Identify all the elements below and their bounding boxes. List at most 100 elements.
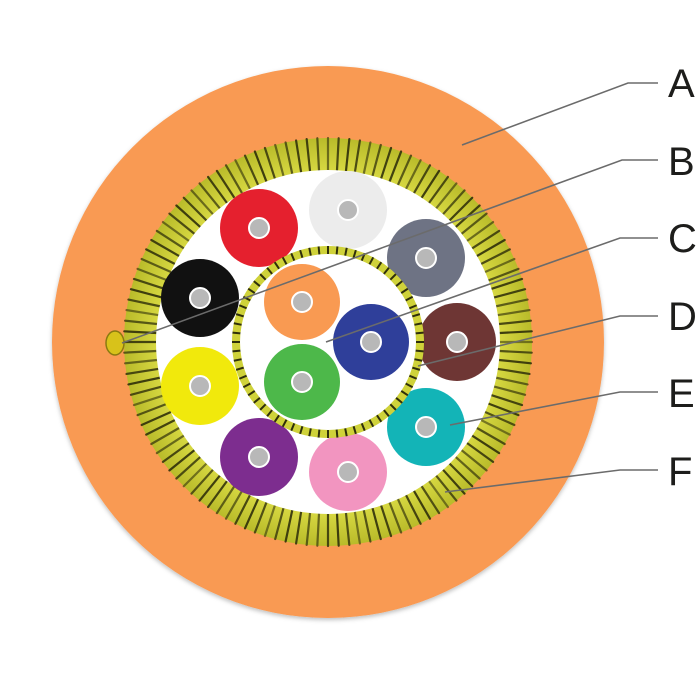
inner-tube-strand (238, 304, 248, 310)
strength-yarn-strand (460, 449, 488, 472)
fiber-yellow (161, 347, 239, 425)
fiber-blue-core (360, 331, 382, 353)
leader-line-c (325, 237, 658, 343)
strength-yarn-strand (371, 143, 382, 177)
strength-yarn-strand (129, 385, 163, 396)
strength-yarn-strand (353, 510, 362, 545)
strength-yarn-strand (198, 182, 221, 210)
strength-yarn-strand (466, 220, 495, 242)
strength-yarn-strand (380, 146, 393, 180)
inner-tube-strand (235, 366, 245, 371)
strength-yarn-strand (412, 164, 432, 195)
strength-yarn-strand (420, 169, 441, 199)
strength-yarn-strand (243, 154, 260, 186)
fiber-brown (418, 303, 496, 381)
inner-tube-strand (232, 349, 241, 353)
fiber-black (161, 259, 239, 337)
strength-yarn-strand (496, 308, 531, 317)
strength-yarn-strand (140, 410, 172, 427)
fiber-slate-core (415, 247, 437, 269)
strength-yarn-strand (136, 402, 169, 417)
inner-tube-strand (405, 382, 414, 389)
inner-tube-strand (408, 374, 418, 380)
inner-tube-strand (344, 428, 348, 437)
strength-yarn-strand (215, 169, 236, 199)
strength-yarn-strand (150, 238, 181, 258)
inner-tube-strand (299, 249, 304, 259)
strength-yarn-strand (274, 507, 285, 541)
strength-yarn-strand (441, 189, 466, 216)
fiber-green-core (291, 371, 313, 393)
inner-tube-strand (389, 403, 397, 411)
strength-yarn-strand (243, 498, 260, 530)
strength-yarn-strand (498, 349, 533, 354)
strength-yarn-strand (206, 480, 228, 509)
strength-yarn-strand (263, 504, 276, 538)
strength-yarn-strand (316, 137, 321, 172)
callout-label-c: C (668, 217, 697, 261)
inner-tube-strand (376, 261, 383, 270)
strength-yarn-strand (428, 175, 450, 204)
inner-tube-strand (415, 331, 424, 335)
inner-tube-strand (405, 295, 414, 302)
strength-yarn-strand (448, 196, 474, 222)
strength-yarn-strand (132, 394, 166, 407)
inner-tube-strand (281, 256, 288, 265)
strength-yarn-strand (380, 504, 393, 538)
outer-fiber-group (161, 171, 496, 511)
leader-line-d (417, 315, 658, 367)
fiber-rose (309, 433, 387, 511)
strength-yarn-strand (493, 288, 527, 299)
strength-yarn-strand (224, 489, 244, 520)
leader-line-f (444, 469, 658, 493)
strength-yarn-strand (140, 257, 172, 274)
inner-tube-strand (247, 390, 256, 397)
inner-tube-strand (259, 273, 267, 281)
callout-leaders (121, 82, 658, 493)
strength-yarn-strand (396, 154, 413, 186)
strength-yarn-strand (182, 196, 208, 222)
strength-yarn-strand (253, 501, 268, 534)
inner-tube-strand (266, 267, 273, 275)
strength-yarn-strand (335, 512, 340, 547)
strength-yarn-strand (198, 474, 221, 502)
strength-yarn-strand (460, 212, 488, 235)
strength-yarn-strand (496, 367, 531, 376)
strength-yarn-strand (484, 257, 516, 274)
fiber-white-core (337, 199, 359, 221)
fiber-red-core (248, 217, 270, 239)
inner-tube-strand (383, 267, 390, 275)
strength-yarn-strand (136, 267, 169, 282)
inner-tube-strand (352, 425, 357, 435)
strength-yarn-strand (145, 418, 176, 436)
strength-yarn-strand (362, 141, 372, 175)
strength-yarn-strand (190, 189, 215, 216)
inner-tube-strand (259, 403, 267, 411)
strength-yarn-strand (132, 277, 166, 290)
strength-yarn-strand (190, 468, 215, 495)
strength-yarn-strand (155, 229, 185, 250)
strength-yarn-strand (294, 139, 303, 174)
fiber-yellow-core (189, 375, 211, 397)
inner-tube-strand (238, 374, 248, 380)
strength-yarn-strand (396, 498, 413, 530)
inner-tube-strand (266, 409, 273, 417)
fiber-orange-core (291, 291, 313, 313)
callout-label-f: F (668, 450, 692, 494)
strength-yarn-strand (161, 442, 190, 464)
strength-yarn-strand (155, 434, 185, 455)
strength-yarn-strand (362, 509, 372, 543)
inner-tube-strand (273, 261, 280, 270)
inner-tube-strand (415, 349, 424, 353)
strength-yarn-strand (284, 141, 294, 175)
strength-yarn-strand (305, 511, 312, 546)
inner-tube-strand (308, 247, 312, 256)
leader-line-e (449, 391, 658, 426)
strength-yarn-strand (234, 159, 252, 190)
strength-yarn-strand (124, 319, 159, 326)
strength-yarn-strand (215, 485, 236, 515)
inner-tube-strand (376, 414, 383, 423)
strength-yarn-strand (344, 138, 351, 173)
fiber-white (309, 171, 387, 249)
